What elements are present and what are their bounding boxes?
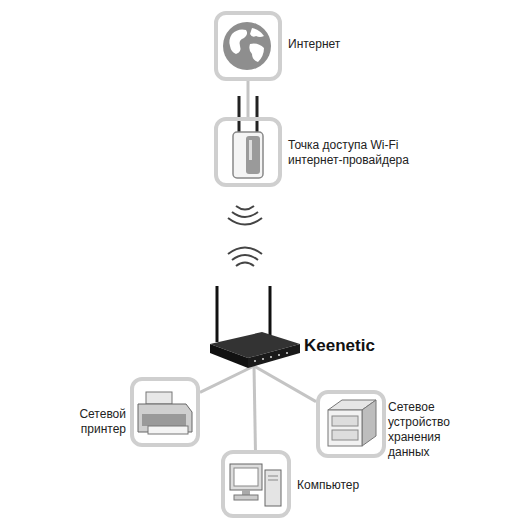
nas-icon bbox=[328, 400, 376, 446]
computer-icon bbox=[230, 464, 281, 506]
access-point-node: Точка доступа Wi-Fi интернет-провайдера bbox=[214, 117, 282, 187]
wifi-waves bbox=[228, 206, 262, 266]
printer-icon bbox=[138, 392, 192, 434]
node-label: Keenetic bbox=[304, 336, 404, 356]
access-point-icon bbox=[233, 96, 263, 178]
globe-icon bbox=[223, 22, 271, 70]
router-icon bbox=[210, 286, 300, 368]
connector-line bbox=[200, 366, 254, 392]
node-label: Сетевое устройство хранения данных bbox=[388, 400, 460, 460]
connector-line bbox=[254, 366, 316, 402]
printer-node: Сетевой принтер bbox=[130, 377, 200, 447]
node-label: Точка доступа Wi-Fi интернет-провайдера bbox=[288, 138, 423, 168]
computer-node: Компьютер bbox=[221, 450, 291, 518]
node-label: Компьютер bbox=[297, 478, 397, 493]
router-node: Keenetic bbox=[205, 300, 303, 372]
node-label: Интернет bbox=[288, 37, 398, 52]
nas-node: Сетевое устройство хранения данных bbox=[316, 390, 386, 458]
node-label: Сетевой принтер bbox=[64, 407, 126, 437]
connector-line bbox=[247, 81, 250, 117]
connector-line bbox=[254, 366, 255, 450]
internet-node: Интернет bbox=[214, 11, 282, 81]
